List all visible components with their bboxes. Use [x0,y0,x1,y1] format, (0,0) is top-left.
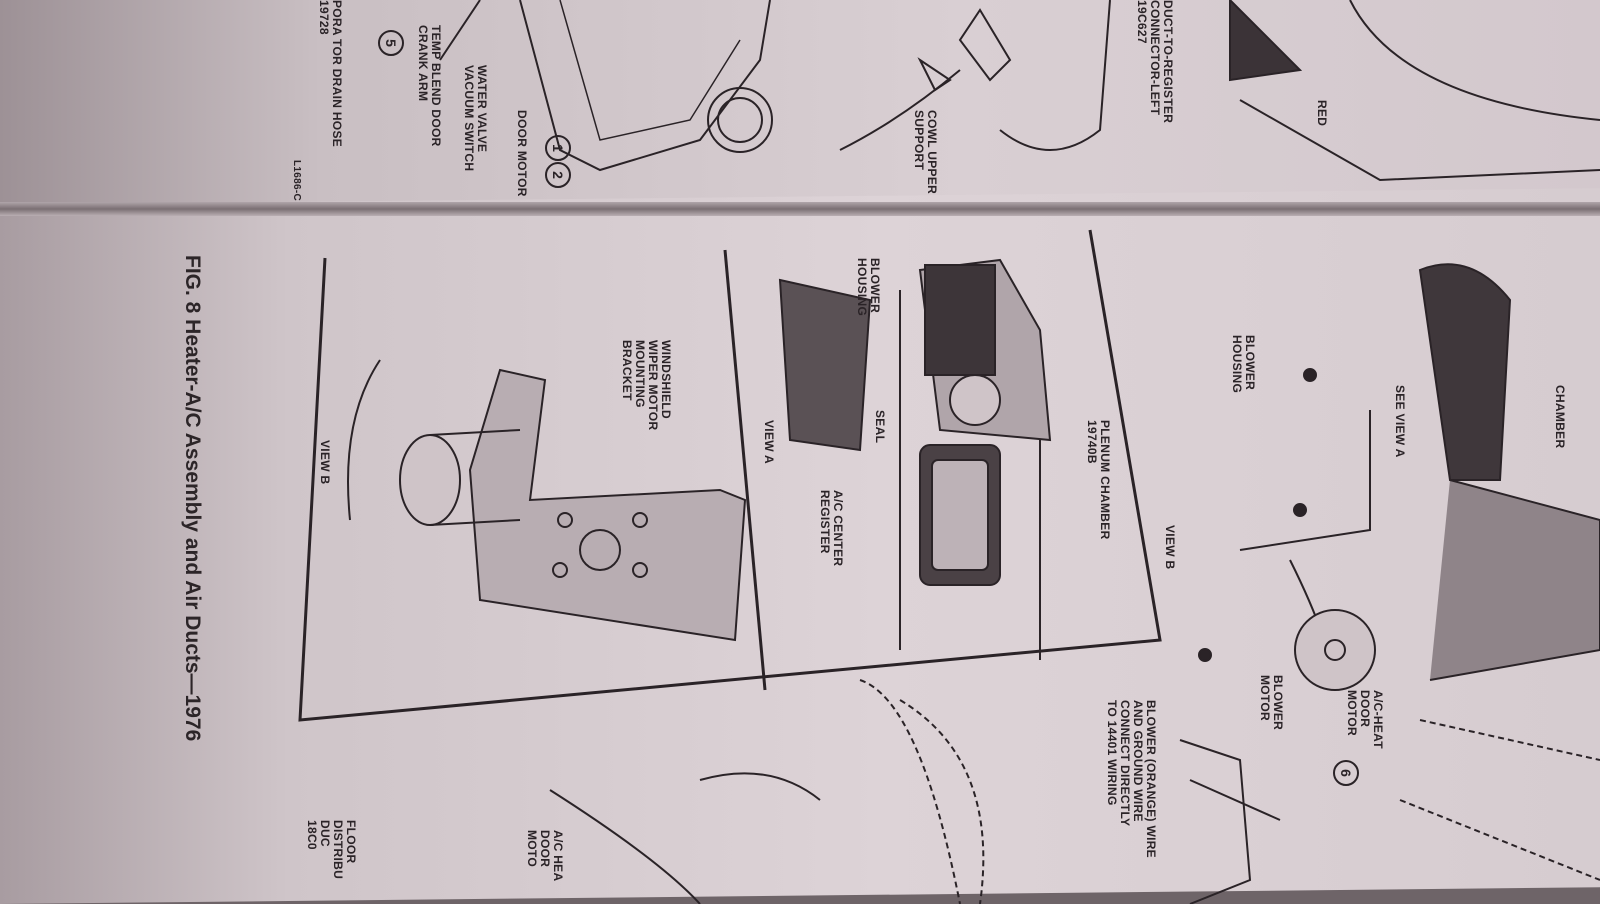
label-floor-duct: FLOOR DISTRIBU DUC 18C0 [305,820,358,880]
label-door-motor: A/C-HEAT DOOR MOTOR [1345,690,1385,749]
label-heat-door-motor-lower: A/C HEA DOOR MOTO [525,830,565,882]
label-center-register: A/C CENTER REGISTER [818,490,845,567]
figure-caption: FIG. 8 Heater-A/C Assembly and Air Ducts… [181,255,204,742]
label-blower-housing-a: BLOWER HOUSING [855,258,882,317]
label-chamber: CHAMBER [1553,385,1567,449]
label-blower-motor: BLOWER MOTOR [1258,675,1285,731]
label-view-b: VIEW B [1163,525,1177,570]
label-wiring-note: BLOWER (ORANGE) WIRE AND GROUND WIRE CON… [1105,700,1158,858]
label-door-motor-top: DOOR MOTOR [515,110,529,197]
book-gutter [0,202,1600,216]
top-page [0,0,1600,212]
label-wiper-bracket: WINDSHIELD WIPER MOTOR MOUNTING BRACKET [620,340,673,431]
label-see-view-a: SEE VIEW A [1393,385,1407,458]
figure-code: L1686-C [291,160,302,202]
label-view-b-inset: VIEW B [318,440,332,485]
label-temp-blend: TEMP BLEND DOOR CRANK ARM [416,25,443,147]
label-water-valve: WATER VALVE VACUUM SWITCH [462,65,489,172]
label-duct-connector: DUCT-TO-REGISTER CONNECTOR-LEFT 19C627 [1135,0,1175,124]
callout-1: 1 [545,135,571,161]
label-view-a: VIEW A [762,420,776,465]
label-plenum-chamber: PLENUM CHAMBER 19740B [1085,420,1112,540]
label-seal: SEAL [873,410,887,444]
callout-6: 6 [1333,760,1359,786]
label-red: RED [1315,100,1329,127]
callout-2: 2 [545,162,571,188]
callout-5: 5 [378,30,404,56]
label-drain-hose: PORA TOR DRAIN HOSE 19728 [317,0,344,148]
label-blower-housing-b: BLOWER HOUSING [1230,335,1257,394]
label-cowl-support: COWL UPPER SUPPORT [912,110,939,195]
